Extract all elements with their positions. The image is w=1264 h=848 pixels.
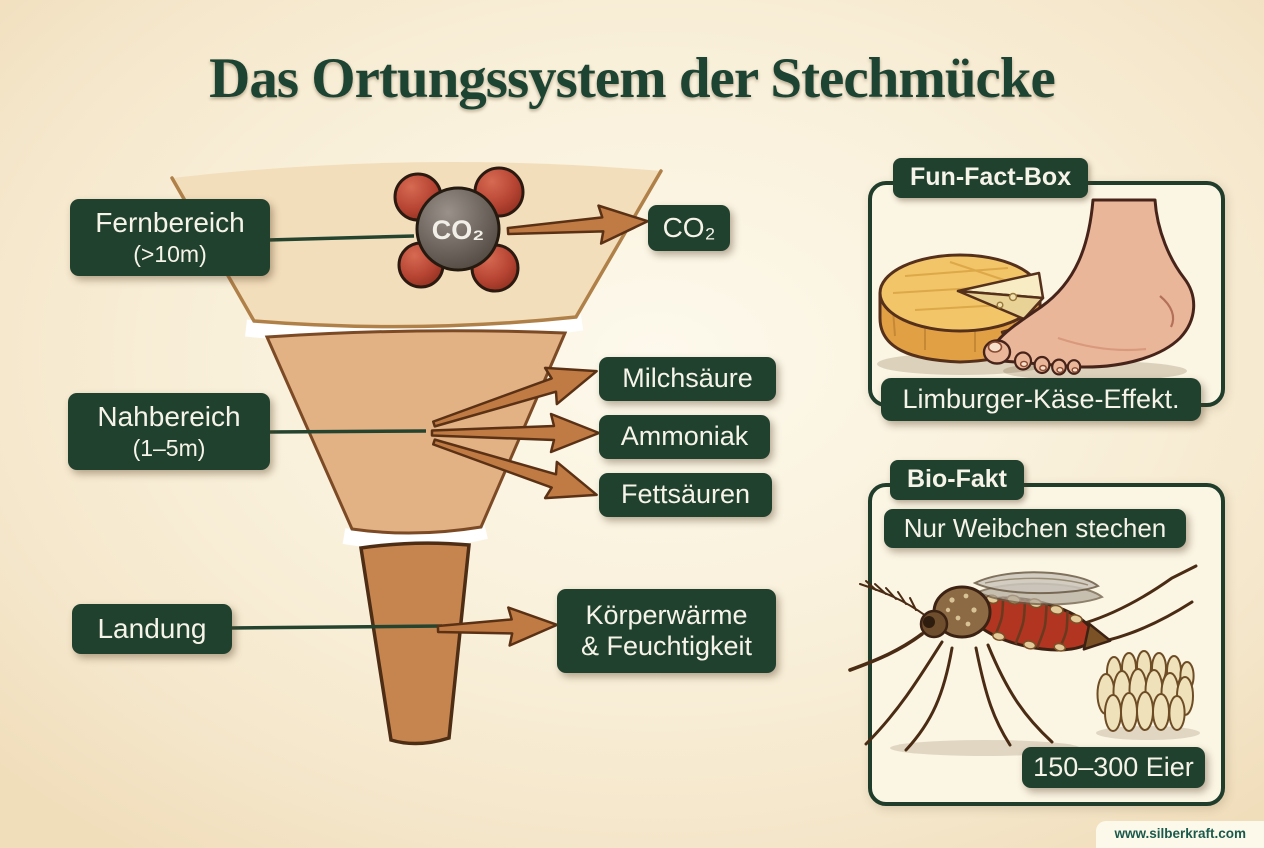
stage-label-fernbereich: Fernbereich (>10m)	[70, 199, 270, 276]
bio-fact-bottom: 150–300 Eier	[1022, 747, 1205, 788]
stage-label-landung: Landung	[72, 604, 232, 654]
arrow-koerperwaerme	[436, 606, 559, 647]
stage-name: Fernbereich	[95, 206, 245, 238]
stage-range: (1–5m)	[132, 435, 206, 462]
arrow-milchsaeure	[431, 366, 598, 428]
signal-label-milchsaeure: Milchsäure	[599, 357, 776, 401]
website-badge: www.silberkraft.com	[1096, 821, 1264, 848]
fun-fact-caption: Limburger-Käse-Effekt.	[881, 378, 1201, 421]
stage-name: Nahbereich	[97, 400, 241, 432]
bio-fact-box-title: Bio-Fakt	[890, 460, 1024, 500]
page-title: Das Ortungssystem der Stechmücke	[209, 47, 1056, 110]
signal-label-ammoniak: Ammoniak	[599, 415, 770, 459]
co2-molecule-icon: CO₂	[393, 166, 525, 293]
stage-range: (>10m)	[133, 241, 207, 268]
fun-fact-box-title: Fun-Fact-Box	[893, 158, 1089, 198]
funnel-stem-segment	[358, 541, 471, 746]
signal-label-fettsaeuren: Fettsäuren	[599, 473, 772, 517]
arrow-ammoniak	[430, 412, 601, 454]
molecule-label: CO₂	[432, 215, 485, 245]
stage-name: Landung	[97, 612, 207, 644]
arrow-co2	[506, 204, 649, 245]
signal-label-co2: CO₂	[648, 205, 730, 251]
funnel-near-segment	[264, 329, 568, 535]
arrow-fettsaeuren	[431, 438, 598, 500]
signal-label-koerperwaerme: Körperwärme & Feuchtigkeit	[557, 589, 776, 673]
bio-fact-top: Nur Weibchen stechen	[884, 509, 1186, 548]
fun-fact-box-frame	[868, 181, 1225, 407]
website-url: www.silberkraft.com	[1114, 826, 1246, 841]
stage-label-nahbereich: Nahbereich (1–5m)	[68, 393, 270, 470]
